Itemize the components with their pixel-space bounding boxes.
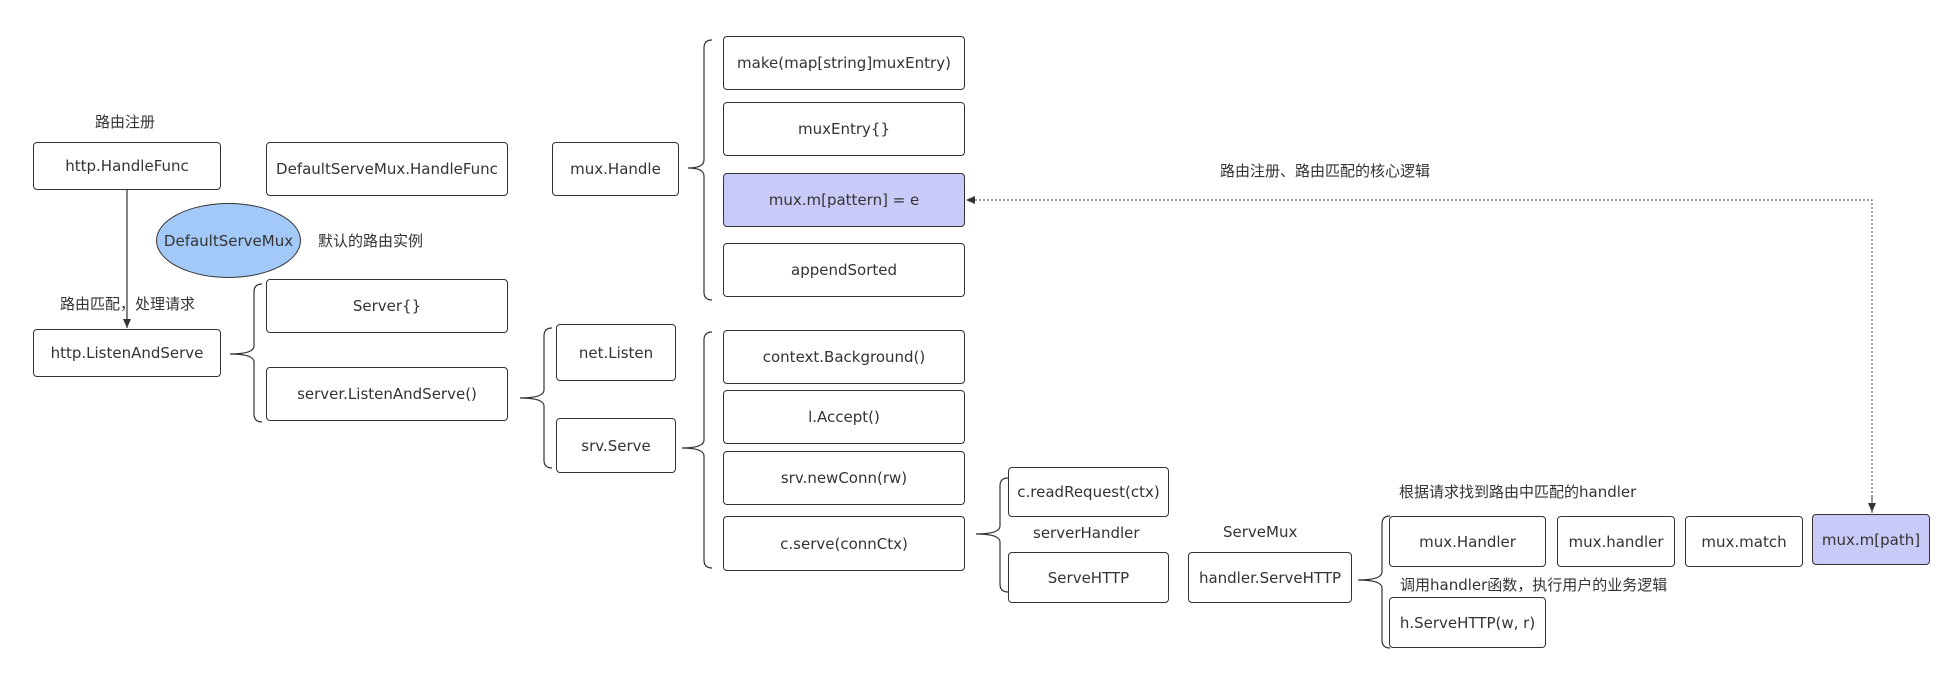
brace-handler-servehttp [1357,515,1391,649]
node-mux-handler-upper: mux.Handler [1389,516,1546,567]
node-mux-match: mux.match [1685,516,1803,567]
node-mux-handler-lower: mux.handler [1557,516,1675,567]
brace-listenandserve [229,283,263,423]
brace-server-listenandserve [519,327,553,469]
node-h-servehttp: h.ServeHTTP(w, r) [1389,597,1546,648]
brace-c-serve [975,477,1009,593]
node-mux-handle: mux.Handle [552,142,679,196]
node-appendsorted: appendSorted [723,243,965,297]
label-core-logic: 路由注册、路由匹配的核心逻辑 [1220,162,1431,180]
brace-mux-handle [687,39,713,301]
node-context-background: context.Background() [723,330,965,384]
node-srv-serve: srv.Serve [556,418,676,473]
node-net-listen: net.Listen [556,324,676,381]
label-default-instance: 默认的路由实例 [318,232,424,250]
node-handler-servehttp: handler.ServeHTTP [1188,552,1352,603]
label-server-handler: serverHandler [1033,524,1140,542]
node-mux-m-pattern: mux.m[pattern] = e [723,173,965,227]
node-http-listenandserve: http.ListenAndServe [33,329,221,377]
node-c-serve: c.serve(connCtx) [723,516,965,571]
node-l-accept: l.Accept() [723,390,965,444]
node-server-struct: Server{} [266,279,508,333]
dotted-link-path-to-pattern [966,196,1873,513]
brace-srv-serve [681,331,713,569]
node-http-handlefunc: http.HandleFunc [33,142,221,190]
node-defaultservemux: DefaultServeMux [156,203,301,278]
node-muxentry: muxEntry{} [723,102,965,156]
node-make-map: make(map[string]muxEntry) [723,36,965,90]
node-servehttp: ServeHTTP [1008,552,1169,603]
node-defaultservemux-handlefunc: DefaultServeMux.HandleFunc [266,142,508,196]
node-c-readrequest: c.readRequest(ctx) [1008,467,1169,517]
node-mux-m-path: mux.m[path] [1812,514,1930,565]
node-srv-newconn: srv.newConn(rw) [723,451,965,505]
node-server-listenandserve: server.ListenAndServe() [266,367,508,421]
label-route-register: 路由注册 [95,113,156,131]
label-call-handler: 调用handler函数，执行用户的业务逻辑 [1400,576,1668,594]
label-find-handler: 根据请求找到路由中匹配的handler [1399,483,1637,501]
label-route-match-handle: 路由匹配，处理请求 [60,295,196,313]
label-servemux: ServeMux [1223,523,1298,541]
